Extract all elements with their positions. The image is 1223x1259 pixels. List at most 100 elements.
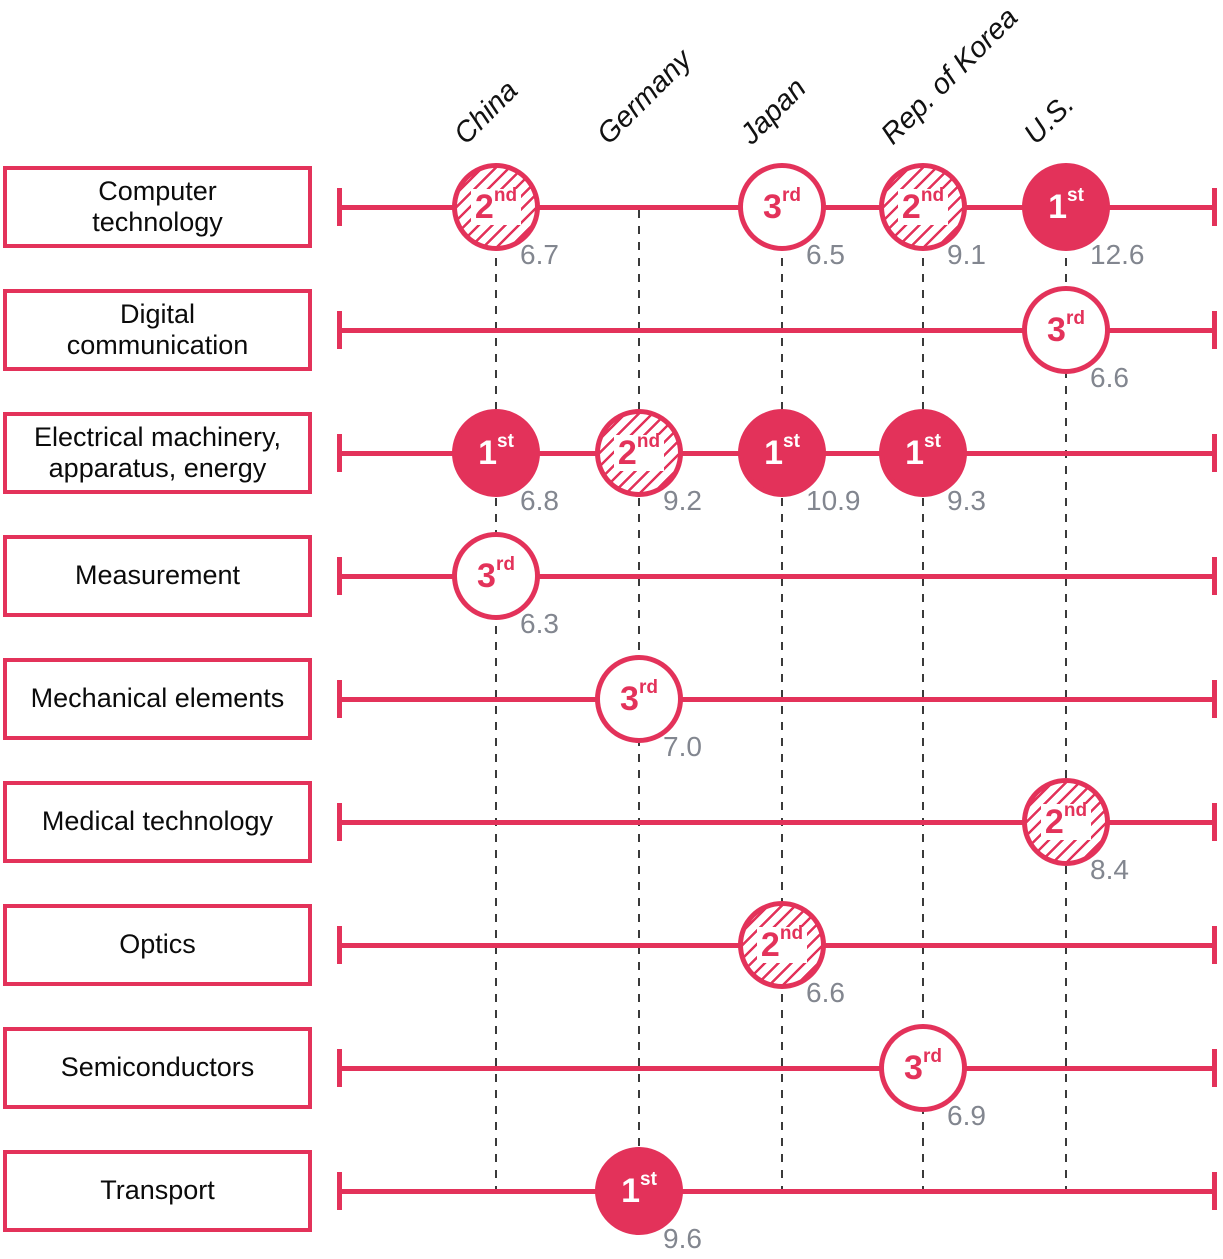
country-label: Japan	[734, 72, 813, 151]
row-label: Digital communication	[66, 298, 249, 360]
row-label: Measurement	[74, 560, 241, 591]
value-label: 9.2	[663, 485, 702, 516]
rank-suffix: nd	[779, 922, 804, 944]
value-label: 6.3	[520, 608, 559, 639]
row-label-box: Computer technology	[3, 166, 312, 248]
row-label: Medical technology	[41, 806, 274, 837]
rank-suffix: nd	[493, 184, 518, 206]
rank-suffix: st	[924, 430, 941, 452]
row-label: Semiconductors	[60, 1052, 255, 1083]
rank-base: 2	[1044, 802, 1064, 841]
rank-base: 3	[477, 556, 496, 595]
row-label-box: Medical technology	[3, 781, 312, 863]
value-label: 9.3	[947, 485, 986, 516]
value-label: 6.8	[520, 485, 559, 516]
rank-base: 1	[764, 433, 783, 472]
country-gridline-4	[1065, 210, 1067, 1194]
rank-base: 3	[904, 1048, 923, 1087]
rank-base: 1	[905, 433, 924, 472]
country-label: Rep. of Korea	[875, 1, 1025, 151]
country-gridline-3	[922, 210, 924, 1194]
rank-suffix: nd	[1063, 799, 1088, 821]
value-label: 6.7	[520, 239, 559, 270]
country-gridline-2	[781, 210, 783, 1194]
row-label-box: Electrical machinery, apparatus, energy	[3, 412, 312, 494]
rank-suffix: nd	[920, 184, 945, 206]
row-axis-line	[337, 311, 1217, 349]
rank-base: 3	[763, 187, 782, 226]
row-axis-line	[337, 557, 1217, 595]
value-label: 9.6	[663, 1223, 702, 1254]
rank-base: 1	[1048, 187, 1067, 226]
value-label: 12.6	[1090, 239, 1145, 270]
value-label: 6.6	[806, 977, 845, 1008]
rank-base: 3	[620, 679, 639, 718]
value-label: 6.5	[806, 239, 845, 270]
row-label-box: Transport	[3, 1150, 312, 1232]
rank-base: 2	[901, 187, 921, 226]
rank-suffix: rd	[781, 184, 801, 206]
row-label: Optics	[119, 929, 196, 960]
value-label: 8.4	[1090, 854, 1129, 885]
rank-suffix: rd	[638, 676, 658, 698]
row-label: Computer technology	[92, 175, 223, 237]
row-label-box: Semiconductors	[3, 1027, 312, 1109]
value-label: 6.6	[1090, 362, 1129, 393]
rank-suffix: st	[497, 430, 514, 452]
row-label-box: Digital communication	[3, 289, 312, 371]
rank-suffix: st	[1067, 184, 1084, 206]
rank-suffix: st	[640, 1168, 657, 1190]
country-label: Germany	[591, 43, 699, 151]
country-label: China	[448, 74, 525, 151]
rank-base: 1	[478, 433, 497, 472]
value-label: 10.9	[806, 485, 861, 516]
row-axis-line	[337, 680, 1217, 718]
row-axis-line	[337, 1049, 1217, 1087]
rank-suffix: rd	[922, 1045, 942, 1067]
rank-suffix: st	[783, 430, 800, 452]
rank-suffix: nd	[636, 430, 661, 452]
country-gridline-0	[495, 210, 497, 1194]
rank-base: 2	[617, 433, 637, 472]
row-label: Electrical machinery, apparatus, energy	[33, 421, 282, 483]
value-label: 7.0	[663, 731, 702, 762]
value-label: 9.1	[947, 239, 986, 270]
rank-base: 2	[760, 925, 780, 964]
row-label-box: Measurement	[3, 535, 312, 617]
row-axis-line	[337, 803, 1217, 841]
value-label: 6.9	[947, 1100, 986, 1131]
rank-suffix: rd	[1065, 307, 1085, 329]
row-axis-line	[337, 1172, 1217, 1210]
rank-suffix: rd	[495, 553, 515, 575]
row-label: Mechanical elements	[30, 683, 285, 714]
row-label-box: Optics	[3, 904, 312, 986]
